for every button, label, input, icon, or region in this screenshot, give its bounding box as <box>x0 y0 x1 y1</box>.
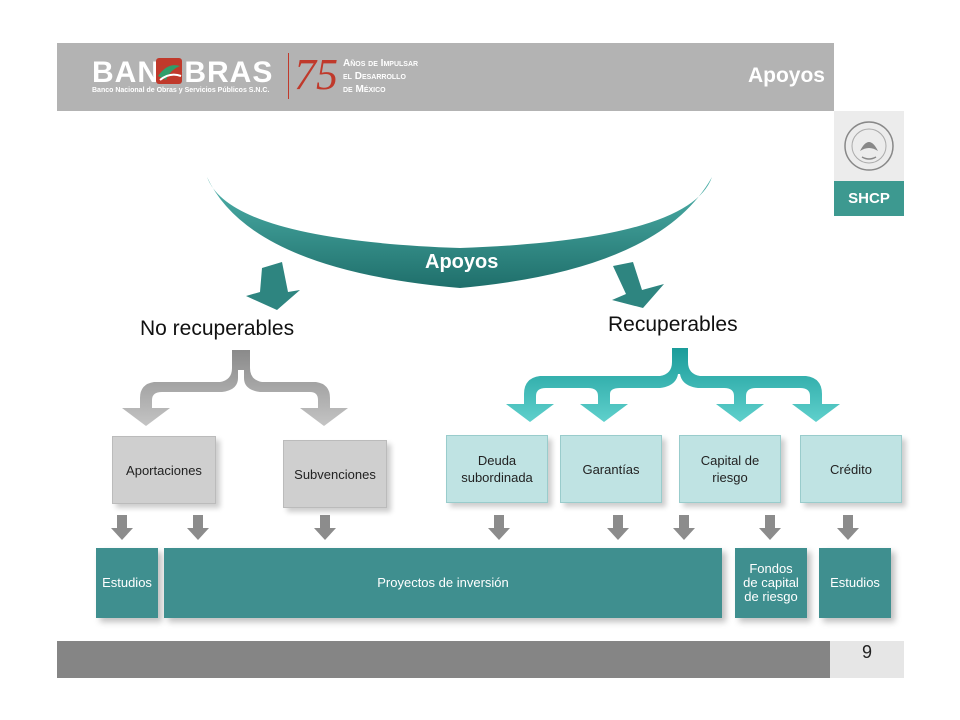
small-arrow-3 <box>314 515 336 540</box>
arrow-to-no-recuperables <box>246 262 300 310</box>
small-arrow-8 <box>837 515 859 540</box>
anniversary-text: Años de Impulsar el Desarrollo de México <box>343 57 418 96</box>
banobras-logo-text: BANOBRAS <box>92 56 274 89</box>
mexico-eagle-seal-icon <box>844 121 894 171</box>
small-arrow-4 <box>488 515 510 540</box>
header-divider <box>288 53 289 99</box>
teal-branch-arrow <box>506 348 840 422</box>
header-bar <box>57 43 834 111</box>
node-proyectos-de-inversion: Proyectos de inversión <box>164 548 722 618</box>
small-arrow-7 <box>759 515 781 540</box>
anniversary-line-1: Años de Impulsar <box>343 58 419 69</box>
node-garantias: Garantías <box>560 435 662 503</box>
apoyos-bowl <box>207 177 712 288</box>
node-capital-de-riesgo: Capital de riesgo <box>679 435 781 503</box>
anniversary-line-3: de México <box>343 84 386 95</box>
arrow-to-recuperables <box>612 262 664 308</box>
small-arrow-5 <box>607 515 629 540</box>
node-deuda-subordinada: Deuda subordinada <box>446 435 548 503</box>
logo-subtitle: Banco Nacional de Obras y Servicios Públ… <box>92 87 270 94</box>
node-estudios-right: Estudios <box>819 548 891 618</box>
footer-bar <box>57 641 830 678</box>
right-branch-label: Recuperables <box>608 313 738 336</box>
small-arrow-2 <box>187 515 209 540</box>
page-number-box: 9 <box>830 641 904 678</box>
node-credito: Crédito <box>800 435 902 503</box>
anniversary-line-2: el Desarrollo <box>343 71 406 82</box>
node-estudios-left: Estudios <box>96 548 158 618</box>
shcp-seal <box>834 111 904 181</box>
small-arrow-6 <box>673 515 695 540</box>
gray-branch-arrow <box>122 350 348 426</box>
node-aportaciones: Aportaciones <box>112 436 216 504</box>
page-title: Apoyos <box>747 64 825 87</box>
node-subvenciones: Subvenciones <box>283 440 387 508</box>
small-down-arrows <box>111 515 859 540</box>
node-fondos-de-capital-de-riesgo: Fondos de capital de riesgo <box>735 548 807 618</box>
small-arrow-1 <box>111 515 133 540</box>
page-number: 9 <box>861 642 872 662</box>
shcp-badge: SHCP <box>834 181 904 216</box>
left-branch-label: No recuperables <box>140 317 295 340</box>
root-node-label: Apoyos <box>425 251 499 273</box>
anniversary-number: 75 <box>294 50 338 99</box>
